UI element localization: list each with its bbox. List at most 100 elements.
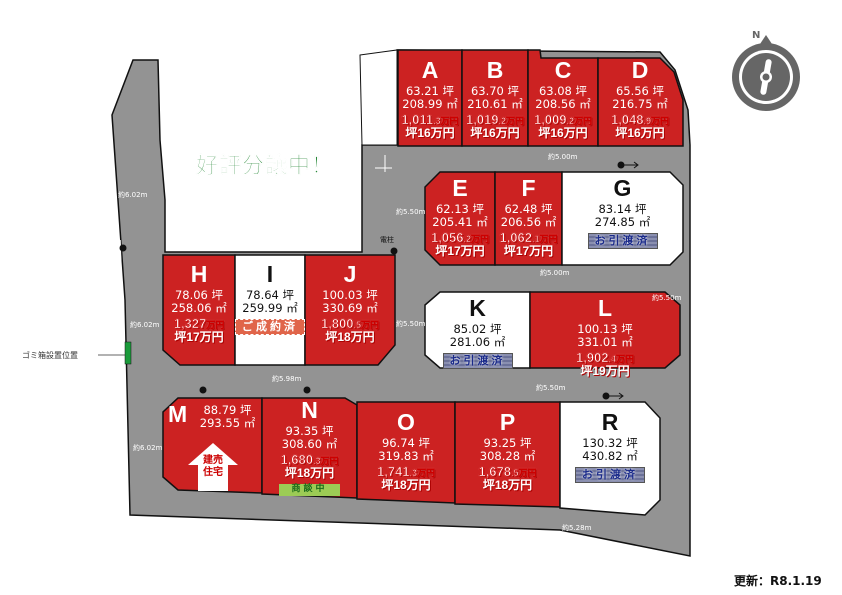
lot-letter: J: [343, 261, 357, 287]
lot-area-sqm: 216.75 ㎡: [612, 96, 668, 111]
built-house-label: 建売住宅: [188, 455, 238, 478]
dimension-label: 約5.00m: [540, 269, 570, 277]
lot-area-sqm: 308.60 ㎡: [281, 436, 338, 451]
price-unit: .2万円: [498, 115, 525, 126]
lot-price-per-tsubo: 坪18万円: [482, 477, 533, 492]
lot-area-sqm: 293.55 ㎡: [199, 415, 256, 430]
lot-area-sqm: 259.99 ㎡: [242, 300, 298, 315]
lot-area-sqm: 330.69 ㎡: [322, 300, 378, 315]
built-house-label-line: 建売: [203, 455, 223, 466]
price-main: 1,056: [430, 229, 464, 245]
dimension-label: 約5.98m: [272, 375, 302, 383]
lot-area-tsubo: 96.74 坪: [381, 436, 431, 451]
lot-price-per-tsubo: 坪16万円: [405, 125, 455, 140]
status-badge: ご成約済: [235, 318, 305, 335]
price-unit: .9万円: [643, 115, 670, 126]
lot-area-tsubo: 63.21 坪: [405, 84, 455, 99]
lot-price-per-tsubo: 坪17万円: [435, 243, 485, 258]
lot-price-per-tsubo: 坪16万円: [538, 125, 588, 140]
lot-price-per-tsubo: 坪17万円: [174, 329, 224, 344]
lot-r[interactable]: [559, 401, 661, 516]
lot-price-per-tsubo: 坪17万円: [503, 243, 554, 258]
price-main: 1,019: [465, 111, 499, 127]
price-main: 1,678: [478, 463, 512, 479]
lot-price: 1,062.1万円: [499, 230, 558, 245]
up-arrow-icon: [188, 443, 238, 491]
lot-letter: H: [190, 261, 208, 287]
lot-price: 1,056.2万円: [430, 229, 490, 245]
price-unit: .2万円: [463, 233, 490, 244]
price-main: 1,011: [401, 111, 434, 127]
lot-area-sqm: 208.56 ㎡: [535, 96, 591, 111]
lot-price: 1,048.9万円: [611, 112, 670, 127]
lot-price: 1,800.5万円: [320, 315, 380, 331]
lot-area-tsubo: 62.48 坪: [504, 202, 553, 217]
lot-area-tsubo: 100.13 坪: [577, 322, 633, 337]
lot-price: 1,019.2万円: [465, 111, 525, 127]
lot-letter: L: [597, 295, 613, 321]
arrow-icon: [602, 392, 624, 400]
lot-area-tsubo: 65.56 坪: [615, 84, 665, 99]
lot-letter: A: [421, 57, 439, 83]
lot-l[interactable]: [529, 291, 681, 369]
lot-area-tsubo: 63.70 坪: [470, 84, 520, 99]
lot-area-tsubo: 85.02 坪: [453, 322, 502, 337]
price-unit: 万円: [206, 319, 225, 330]
lot-price: 1,327万円: [173, 315, 225, 331]
lot-letter: P: [499, 409, 516, 435]
white-lane: [359, 49, 398, 146]
price-unit: .5万円: [353, 319, 380, 330]
updated-date: 更新：R8.1.19: [734, 574, 822, 588]
price-unit: .1万円: [532, 233, 558, 244]
price-unit: .4万円: [608, 353, 635, 364]
dimension-label: 約5.28m: [562, 524, 592, 532]
lot-price-per-tsubo: 坪16万円: [615, 125, 665, 140]
price-unit: .3万円: [433, 115, 459, 126]
lot-area-sqm: 319.83 ㎡: [378, 448, 434, 463]
lot-area-sqm: 274.85 ㎡: [594, 214, 651, 229]
lot-area-tsubo: 93.35 坪: [285, 424, 334, 439]
lot-area-sqm: 331.01 ㎡: [577, 334, 633, 349]
price-unit: .3万円: [313, 455, 339, 466]
compass-icon: [732, 35, 800, 111]
lot-area-sqm: 430.82 ㎡: [582, 448, 638, 463]
lot-area-sqm: 206.56 ㎡: [500, 214, 557, 229]
price-main: 1,741: [376, 463, 410, 479]
lot-h[interactable]: [162, 254, 236, 366]
dimension-label: 約5.00m: [548, 153, 578, 161]
price-main: 1,327: [173, 315, 207, 331]
lot-area-tsubo: 63.08 坪: [538, 84, 588, 99]
lot-letter: O: [397, 409, 415, 435]
lot-d[interactable]: [597, 57, 684, 147]
lot-area-sqm: 258.06 ㎡: [171, 300, 227, 315]
garbage-station-label: ゴミ箱設置位置: [22, 351, 78, 360]
lot-price: 1,009.2万円: [534, 112, 593, 127]
garbage-station: [124, 341, 132, 365]
lot-area-tsubo: 100.03 坪: [322, 288, 378, 303]
dimension-label: 約5.50m: [396, 208, 426, 216]
lot-area-tsubo: 93.25 坪: [483, 436, 532, 451]
lot-letter: C: [554, 57, 572, 83]
dimension-label: 約6.02m: [130, 321, 160, 329]
lot-price: 1,741.3万円: [376, 463, 436, 479]
lot-area-sqm: 281.06 ㎡: [449, 334, 506, 349]
price-main: 1,800: [320, 315, 354, 331]
lot-price-per-tsubo: 坪18万円: [325, 329, 375, 344]
lot-price: 1,678.5万円: [478, 463, 537, 479]
lot-area-tsubo: 62.13 坪: [435, 202, 485, 217]
lot-price-per-tsubo: 坪18万円: [381, 477, 431, 492]
lot-j[interactable]: [304, 254, 396, 366]
lot-letter: B: [486, 57, 504, 83]
